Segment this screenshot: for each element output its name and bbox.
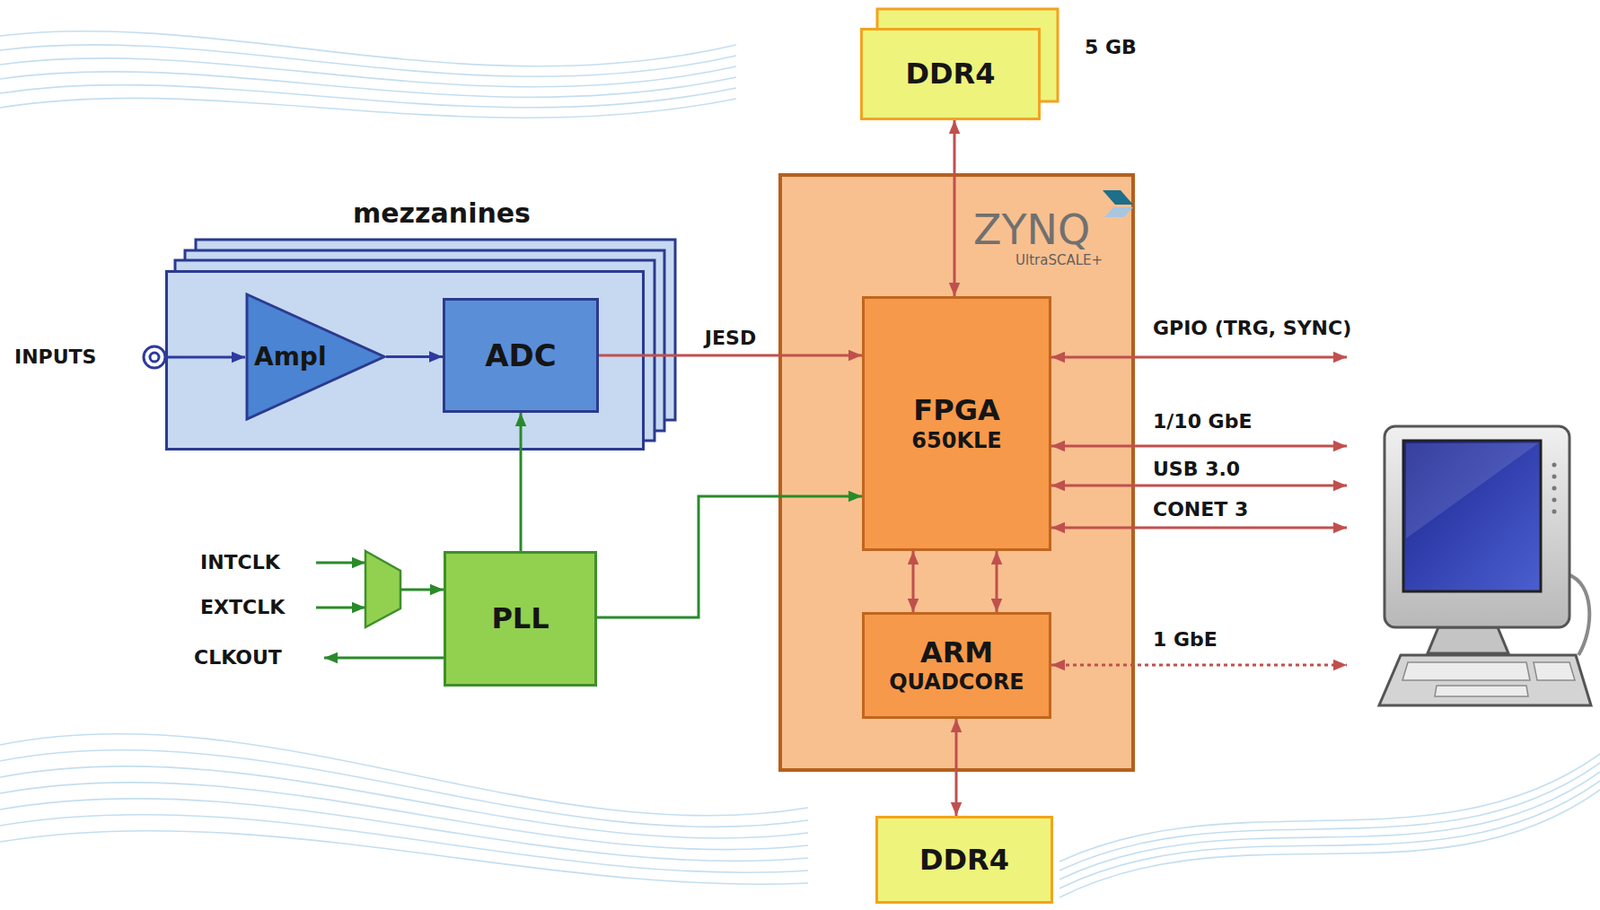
keyboard-spacebar bbox=[1434, 685, 1529, 697]
screen-glare bbox=[1406, 443, 1539, 539]
background-wave bbox=[1059, 754, 1600, 862]
monitor-bezel bbox=[1384, 426, 1570, 628]
background-wave bbox=[0, 97, 737, 118]
signal-label: USB 3.0 bbox=[1152, 457, 1240, 482]
signal-label: 1 GbE bbox=[1152, 628, 1218, 652]
monitor-button bbox=[1552, 509, 1557, 515]
keyboard-keys bbox=[1402, 662, 1530, 681]
arm-box: ARMQUADCORE bbox=[861, 612, 1052, 720]
keyboard bbox=[1379, 655, 1592, 706]
background-wave bbox=[0, 782, 809, 851]
background-wave bbox=[1059, 781, 1600, 889]
bus-label: JESD bbox=[704, 326, 757, 351]
monitor-button bbox=[1552, 474, 1557, 480]
box-subtitle: QUADCORE bbox=[888, 669, 1025, 696]
background-wave bbox=[0, 31, 737, 67]
background-wave bbox=[0, 831, 809, 886]
fpga-box: FPGA650KLE bbox=[861, 296, 1052, 552]
computer-cable bbox=[1567, 574, 1590, 656]
background-wave bbox=[1059, 772, 1600, 880]
signal-label: EXTCLK bbox=[200, 596, 285, 620]
background-wave bbox=[0, 799, 809, 862]
signal-label: CONET 3 bbox=[1152, 498, 1249, 522]
monitor-neck bbox=[1427, 627, 1509, 654]
board-heading: mezzanines bbox=[167, 197, 716, 230]
signal-label: INTCLK bbox=[200, 551, 281, 575]
background-wave bbox=[0, 766, 809, 839]
box-title: FPGA bbox=[913, 393, 1000, 428]
amplifier-node: Ampl bbox=[245, 292, 387, 422]
clock-wire bbox=[316, 606, 366, 610]
input-connector-pin bbox=[149, 352, 159, 362]
mezzanine-board: mezzaninesAmplADC bbox=[165, 270, 645, 451]
amplifier-outline bbox=[246, 294, 385, 420]
input-connector bbox=[143, 346, 166, 369]
signal-label: CLKOUT bbox=[193, 646, 282, 670]
clock-multiplexer bbox=[365, 551, 401, 628]
background-wave bbox=[0, 750, 809, 828]
box-title: DDR4 bbox=[919, 843, 1010, 878]
box-title: ARM bbox=[920, 635, 994, 670]
box-title: Ampl bbox=[254, 342, 327, 373]
background-wave bbox=[0, 44, 737, 77]
monitor-button bbox=[1552, 486, 1557, 492]
background-wave bbox=[0, 85, 737, 108]
background-wave bbox=[0, 71, 737, 97]
background-wave bbox=[0, 734, 809, 817]
clock-output-wire bbox=[324, 657, 444, 660]
adc-box: ADC bbox=[442, 298, 599, 414]
signal-label: INPUTS bbox=[14, 345, 97, 370]
logo-text: UltraSCALE+ bbox=[1015, 254, 1103, 268]
monitor-button bbox=[1552, 463, 1557, 468]
monitor-button bbox=[1552, 498, 1557, 503]
pll-box: PLL bbox=[443, 551, 598, 687]
zynq-soc: ZYNQ UltraSCALE+ FPGA650KLE ARMQUADCORE bbox=[778, 173, 1135, 773]
background-wave bbox=[0, 58, 737, 88]
signal-label: GPIO (TRG, SYNC) bbox=[1152, 316, 1352, 341]
background-wave bbox=[1059, 790, 1600, 898]
memory-box: DDR4 bbox=[875, 816, 1054, 905]
clock-wire bbox=[316, 562, 366, 565]
monitor-screen bbox=[1403, 440, 1541, 592]
keyboard-keys bbox=[1533, 662, 1575, 681]
logo-text: ZYNQ bbox=[973, 209, 1091, 251]
background-wave bbox=[1059, 763, 1600, 871]
background-wave bbox=[0, 815, 809, 874]
signal-label: 5 GB bbox=[1084, 35, 1137, 60]
box-title: DDR4 bbox=[905, 56, 995, 91]
signal-label: 1/10 GbE bbox=[1152, 410, 1252, 434]
clock-wire bbox=[400, 589, 444, 592]
box-title: ADC bbox=[484, 337, 557, 375]
box-title: PLL bbox=[491, 601, 549, 636]
box-subtitle: 650KLE bbox=[911, 428, 1002, 455]
memory-box: DDR4 bbox=[860, 27, 1041, 121]
